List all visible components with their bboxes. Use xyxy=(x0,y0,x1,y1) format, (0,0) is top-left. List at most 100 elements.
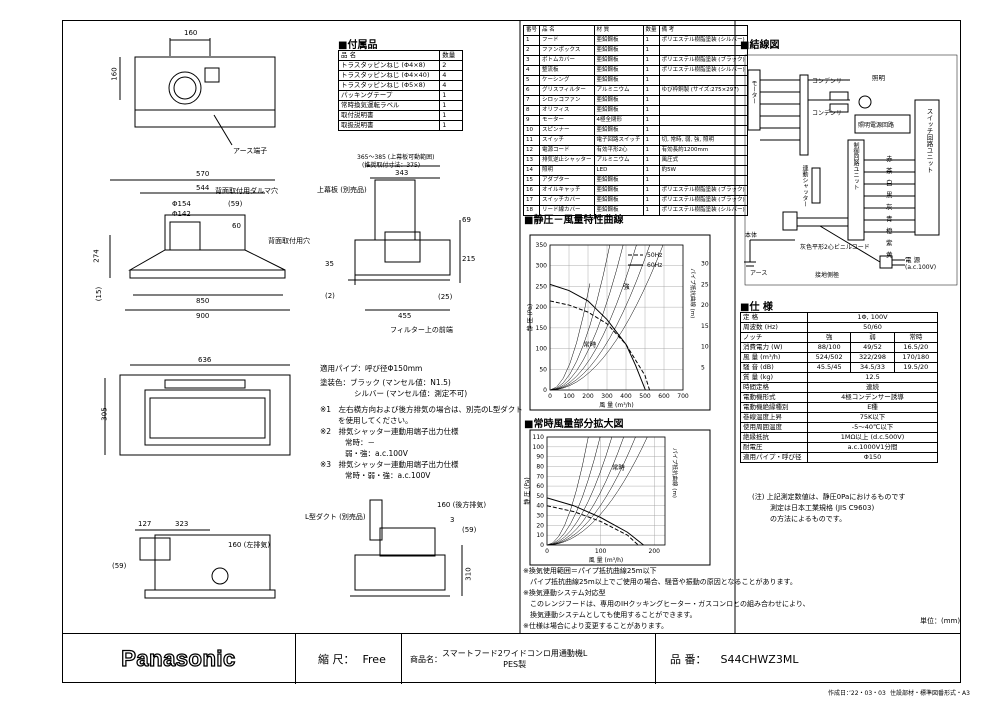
product-cell: 商品名： スマートフード2ワイドコンロ用通動機L PES製 xyxy=(402,634,656,684)
parts-row-cell: 6 xyxy=(522,85,541,96)
parts-row-cell: 整流板 xyxy=(539,65,595,76)
wiring-lighting: 照明 xyxy=(872,74,885,82)
spec-row-value: 強 xyxy=(806,332,852,343)
parts-row-cell xyxy=(658,45,748,56)
spec-row-value: 34.5/33 xyxy=(850,362,895,373)
spec-row: 使用周囲温度-5〜40℃以下 xyxy=(740,422,938,433)
dim-305: 305 xyxy=(100,407,109,421)
accessories-row-cell: 1 xyxy=(439,100,463,111)
y-tick-label: 10 xyxy=(536,532,544,539)
wire-color-label: 黄 xyxy=(886,251,893,259)
dim-59-rear: (59) xyxy=(462,526,477,534)
y-tick-label: 100 xyxy=(533,444,545,451)
parts-row-cell: 16 xyxy=(522,185,541,196)
spec-row-label: ノッチ xyxy=(740,332,808,343)
parts-row-cell: 風圧式 xyxy=(658,155,748,166)
parts-row-cell: 1 xyxy=(642,85,660,96)
wiring-power-spec: (a.c.100V) xyxy=(905,264,937,271)
y-axis-label: 静 圧 (Pa) xyxy=(526,304,534,332)
pipe-resistance-curve xyxy=(549,283,591,391)
model-cell: 品 番： S44CHWZ3ML xyxy=(656,634,959,684)
y-tick-label: 150 xyxy=(536,325,548,332)
y2-axis-label: パイプ抵抗曲線 (m) xyxy=(671,448,679,498)
accessories-row-cell: 4 xyxy=(439,70,463,81)
parts-row-cell: ポリエステル樹脂塗装 (シルバー) xyxy=(658,205,748,216)
model-label: 品 番： xyxy=(670,653,707,666)
parts-row-cell: 1 xyxy=(642,35,660,46)
parts-row-cell: スイッチ xyxy=(539,135,595,146)
dim-59: (59) xyxy=(228,200,243,208)
series-line-60Hz xyxy=(546,497,644,546)
parts-row-cell: LED xyxy=(593,165,644,176)
accessories-row: トラスタッピンねじ (Φ4×40)4 xyxy=(337,70,463,81)
dim-375: (推奨取付寸法：375) xyxy=(362,162,421,169)
parts-row-cell: ポリエステル樹脂塗装 (ブラック) xyxy=(658,185,748,196)
x-tick-label: 0 xyxy=(545,548,549,555)
x-tick-label: 0 xyxy=(548,393,552,400)
spec-title: ■仕 様 xyxy=(740,302,773,313)
pipe-resistance-curve xyxy=(546,436,648,546)
parts-row-cell: 14 xyxy=(522,165,541,176)
pipe-resistance-curve xyxy=(549,244,624,391)
parts-row-cell: ファンボックス xyxy=(539,45,595,56)
parts-row-cell xyxy=(658,75,748,86)
spec-row-label: 絶縁抵抗 xyxy=(740,432,808,443)
spec-note1: (注) 上記測定数値は、静圧0Paにおけるものです xyxy=(752,493,906,501)
y-tick-label: 0 xyxy=(543,387,547,394)
parts-row-cell: 亜鉛鋼板 xyxy=(593,35,644,46)
parts-row-cell: ポリエステル樹脂塗装 (シルバー) xyxy=(658,35,748,46)
accessories-row-cell: 1 xyxy=(439,90,463,101)
spec-row: 質 量 (kg)12.5 xyxy=(740,372,938,383)
parts-row-cell: 1 xyxy=(522,35,541,46)
y-tick-label: 70 xyxy=(536,473,544,480)
dim-35: 35 xyxy=(325,260,334,268)
dim-570: 570 xyxy=(196,170,210,178)
dim-2: (2) xyxy=(325,292,335,300)
y2-axis-label: パイプ抵抗曲線 (m) xyxy=(689,268,697,318)
accessories-header-cell: 数量 xyxy=(439,50,463,61)
y-tick-label: 200 xyxy=(536,304,548,311)
y2-tick-label: 20 xyxy=(701,302,709,309)
wire-color-label: 赤 xyxy=(886,155,893,163)
x-tick-label: 200 xyxy=(649,548,661,555)
parts-row-cell: 1 xyxy=(642,55,660,66)
dim-455: 455 xyxy=(398,312,412,320)
wiring-condenser2: コンデンサー xyxy=(812,110,849,117)
spec-row-value: 4極コンデンサー誘導 xyxy=(807,392,938,403)
y-tick-label: 250 xyxy=(536,283,548,290)
parts-row-cell: アダプター xyxy=(539,175,595,186)
spec-row-value: 50/60 xyxy=(807,322,938,333)
wire-color-label: 黒 xyxy=(886,191,893,199)
y2-tick-label: 10 xyxy=(701,344,709,351)
y2-tick-label: 30 xyxy=(701,261,709,268)
title-block: Panasonic 縮 尺： Free 商品名： スマートフード2ワイドコンロ用… xyxy=(62,633,961,684)
spec-row-label: 風 量 (m³/h) xyxy=(740,352,808,363)
spec-row-value: a.c.1000V1分間 xyxy=(807,442,938,453)
parts-row-cell: 有効平形2心 xyxy=(593,145,644,156)
dim-160-rear: 160 (後方排気) xyxy=(437,501,487,509)
accessories-row-cell: 取付説明書 xyxy=(337,110,441,121)
y-tick-label: 350 xyxy=(536,242,548,249)
parts-header: 番号品 名材 質数量備 考 xyxy=(522,25,748,36)
parts-row-cell: フード xyxy=(539,35,595,46)
parts-row-cell: 電源コード xyxy=(539,145,595,156)
y2-tick-label: 5 xyxy=(701,364,705,371)
spec-row-value: 524/502 xyxy=(806,352,852,363)
dim-274: 274 xyxy=(92,249,101,263)
parts-header-cell: 品 名 xyxy=(539,25,595,36)
parts-row-cell: 9 xyxy=(522,115,541,126)
spec-row-label: 定 格 xyxy=(740,312,808,323)
spec-row-value: 1MΩ以上 (d.c.500V) xyxy=(807,432,938,443)
accessories-title: ■付属品 xyxy=(338,40,378,51)
parts-row-cell xyxy=(658,125,748,136)
